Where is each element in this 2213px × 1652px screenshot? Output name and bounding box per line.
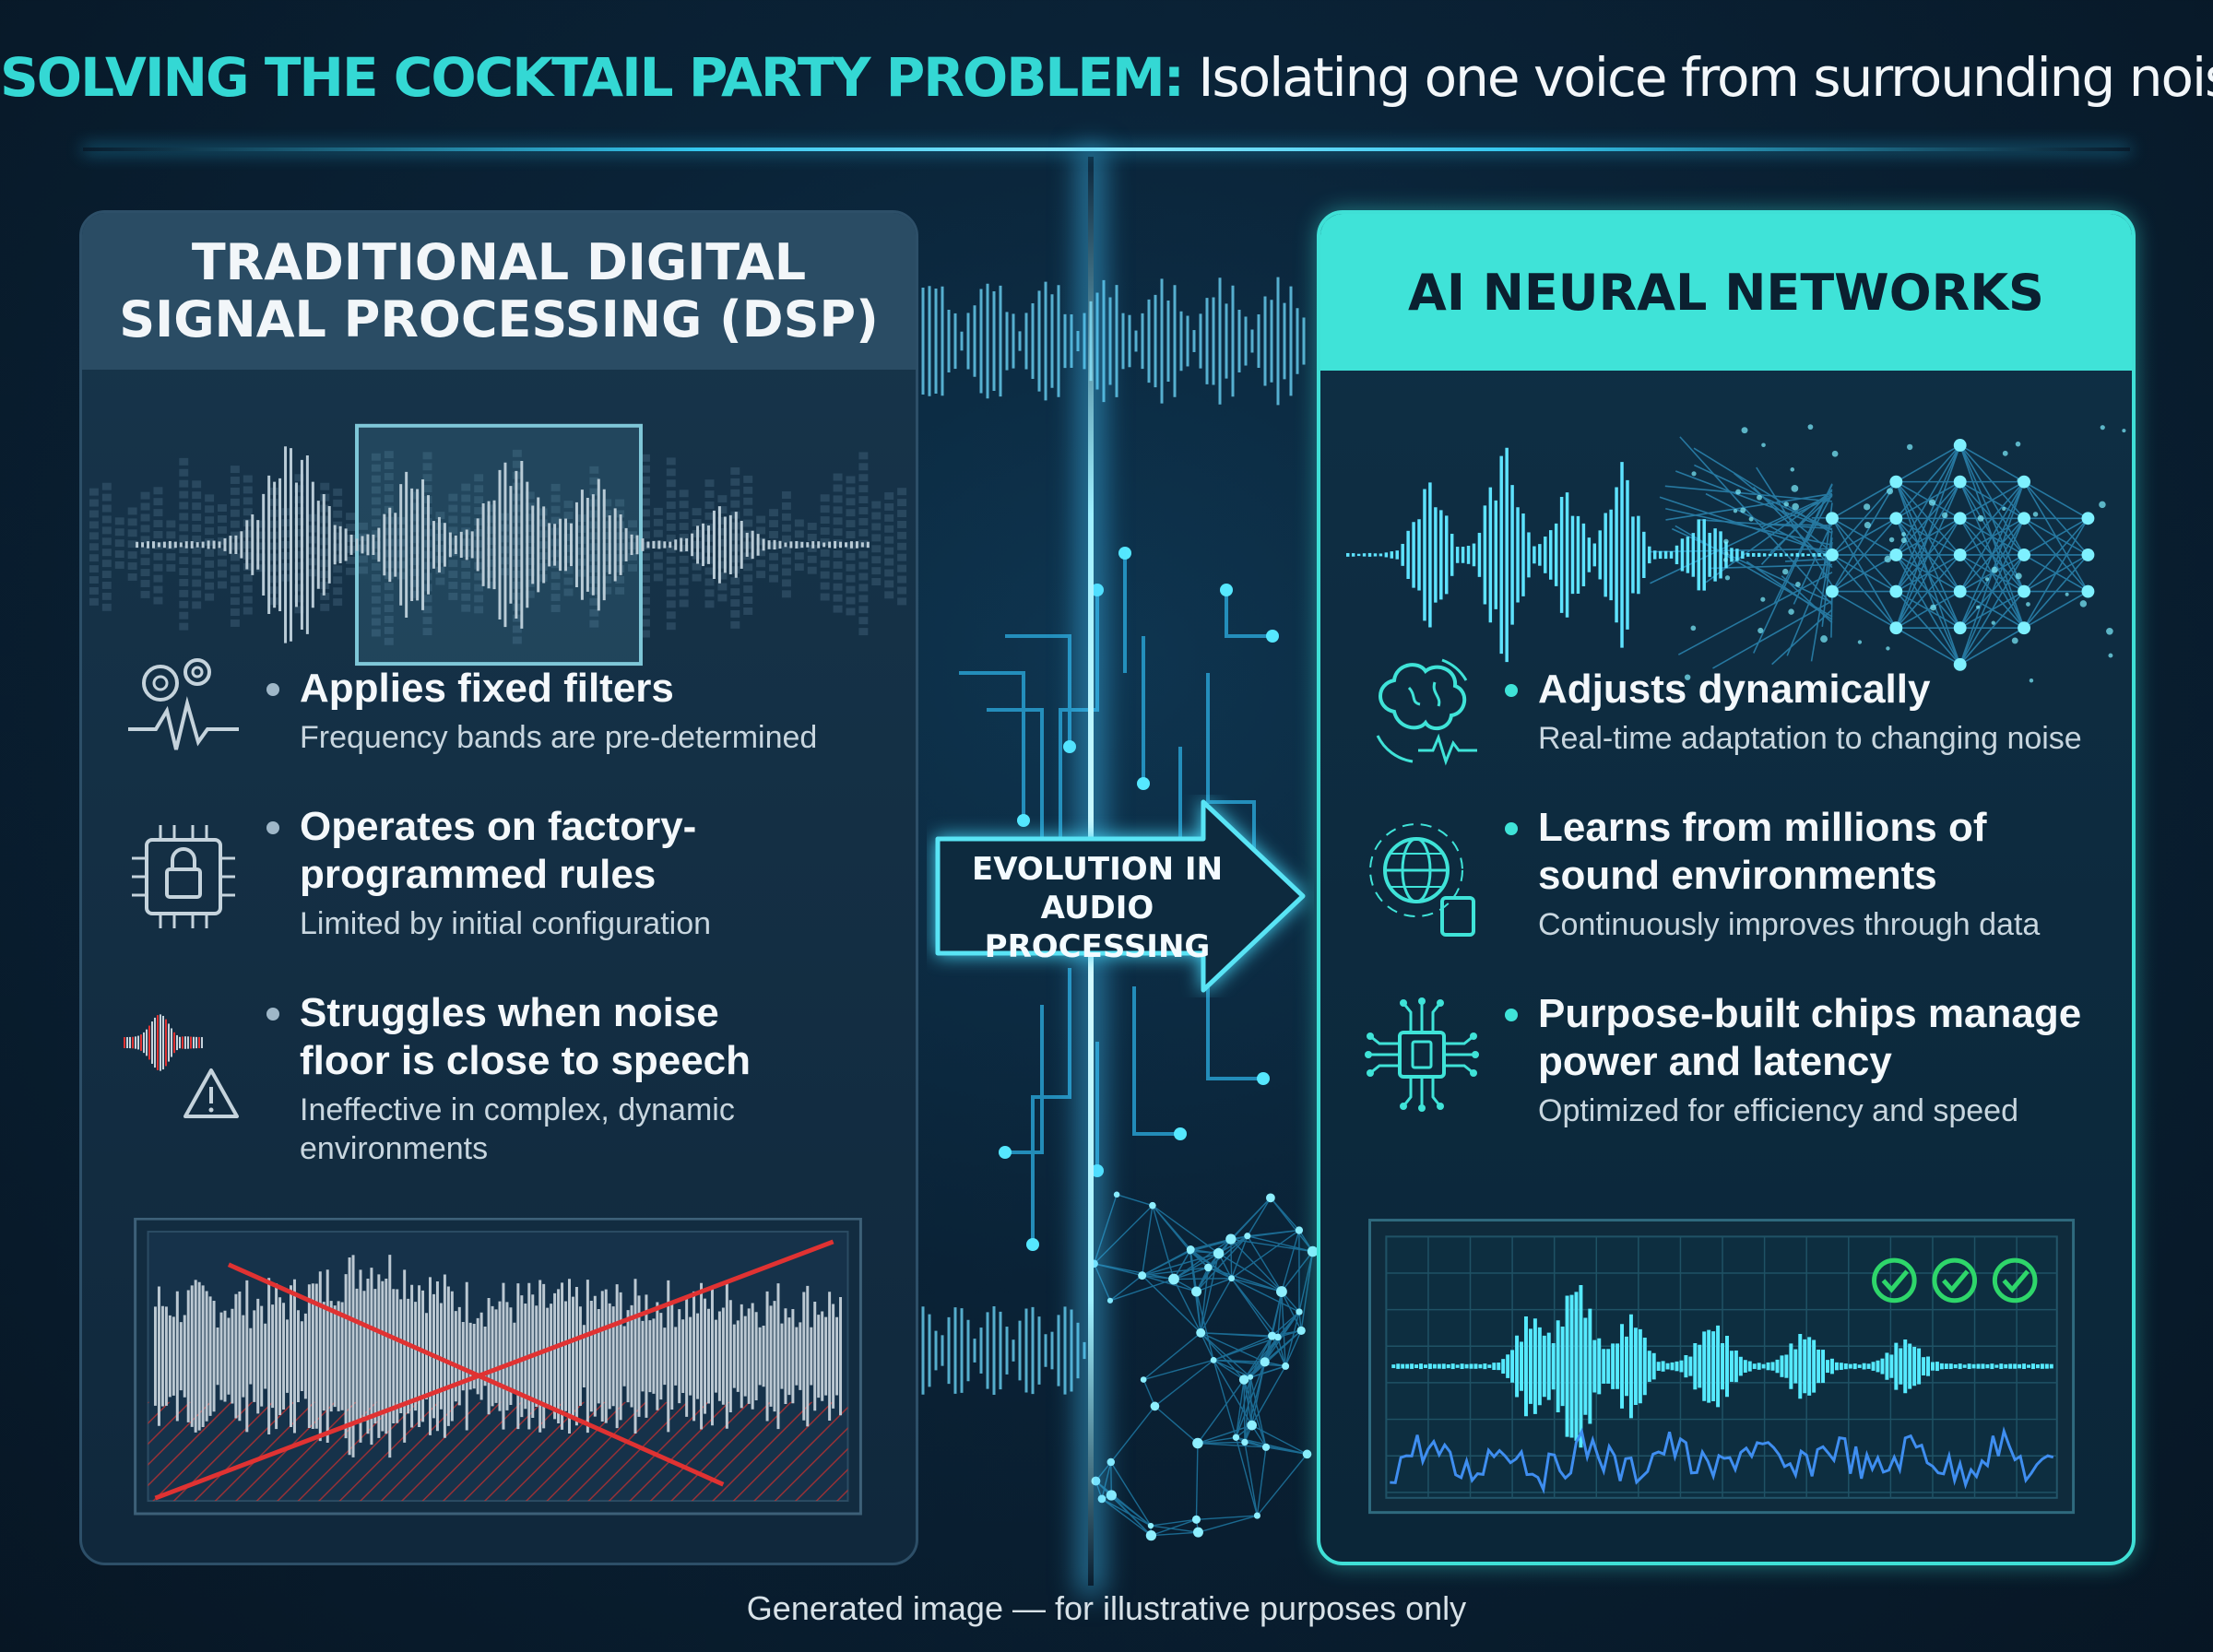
dsp-item-2-head: Operates on factory-programmed rules: [266, 803, 728, 899]
ai-neural-network-visual: [1345, 424, 2126, 683]
title-subtitle: Isolating one voice from surrounding noi…: [1182, 46, 2213, 109]
dsp-failed-output-graph: [134, 1218, 862, 1516]
ai-item-1-head: Adjusts dynamically: [1505, 666, 2113, 714]
dsp-item-3-head: Struggles when noise floor is close to s…: [266, 989, 820, 1085]
brain-adapt-icon: [1376, 658, 1477, 766]
locked-chip-icon: [132, 825, 235, 928]
ai-item-3-head: Purpose-built chips manage power and lat…: [1505, 990, 2095, 1086]
title-accent: SOLVING THE COCKTAIL PARTY PROBLEM:: [0, 46, 1185, 109]
ai-clean-output-graph: [1368, 1219, 2076, 1515]
ai-panel-heading: AI NEURAL NETWORKS: [1320, 214, 2132, 371]
ai-panel: AI NEURAL NETWORKS Adjusts dynamically R…: [1317, 210, 2136, 1565]
ai-item-2-sub: Continuously improves through data: [1538, 907, 2041, 942]
gears-waveform-icon: [128, 658, 239, 750]
dsp-waveform-visual: [89, 423, 907, 667]
globe-data-icon: [1369, 823, 1475, 937]
dsp-panel-heading: TRADITIONAL DIGITAL SIGNAL PROCESSING (D…: [82, 213, 916, 370]
evolution-arrow: [935, 799, 1306, 993]
title-divider: [83, 148, 2130, 151]
evolution-arrow-label: EVOLUTION IN AUDIO PROCESSING: [971, 851, 1224, 965]
ai-item-1-sub: Real-time adaptation to changing noise: [1538, 721, 2082, 756]
page-title: SOLVING THE COCKTAIL PARTY PROBLEM: Isol…: [0, 46, 2213, 109]
ai-item-2-head: Learns from millions of sound environmen…: [1505, 804, 2021, 900]
center-decoration: [904, 277, 1319, 1541]
success-checks: [1872, 1257, 2038, 1304]
ai-item-3-sub: Optimized for efficiency and speed: [1538, 1093, 2018, 1128]
dsp-panel: TRADITIONAL DIGITAL SIGNAL PROCESSING (D…: [79, 210, 918, 1565]
dsp-item-1-head: Applies fixed filters: [266, 665, 893, 713]
dsp-item-1-sub: Frequency bands are pre-determined: [300, 720, 818, 755]
ai-chip-icon: [1365, 997, 1479, 1112]
dsp-item-2-sub: Limited by initial configuration: [300, 906, 712, 941]
dsp-item-3-sub: Ineffective in complex, dynamic environm…: [300, 1092, 735, 1166]
footer-disclaimer: Generated image — for illustrative purpo…: [746, 1589, 1467, 1627]
noise-warning-icon: [124, 1014, 239, 1118]
